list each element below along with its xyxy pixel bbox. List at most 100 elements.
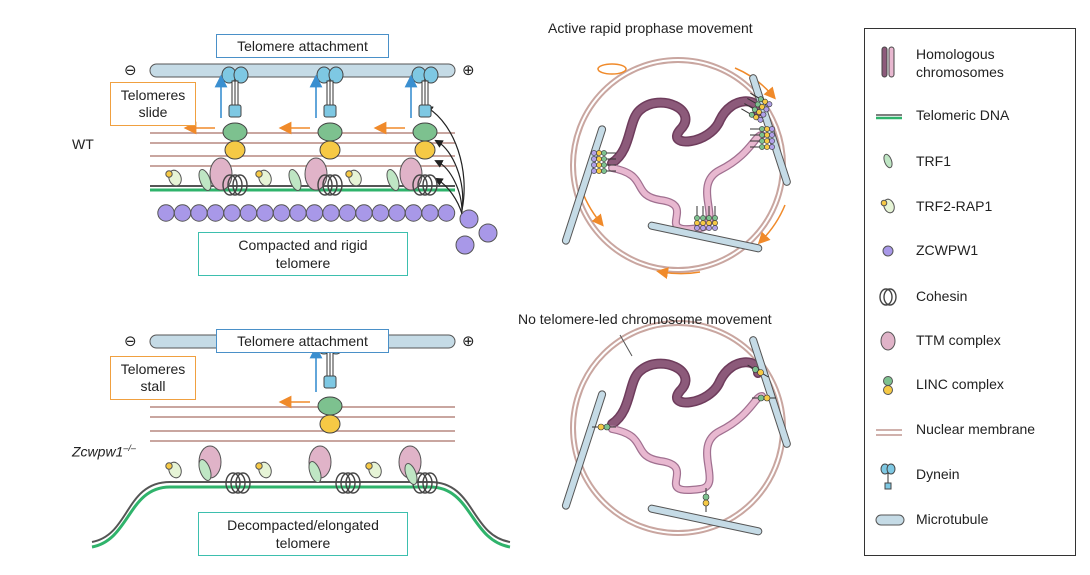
cohesin-icon [225, 472, 241, 494]
linc-cluster [750, 126, 775, 150]
decompacted-telomere-box: Decompacted/elongated telomere [198, 512, 408, 556]
slide-line1: Telomeres [120, 87, 186, 103]
legend-label: chromosomes [916, 64, 1004, 80]
nuclear-membrane-bottom [150, 406, 455, 442]
legend-item-nuclear-membrane: Nuclear membrane [865, 413, 1075, 447]
rap1-icon [365, 462, 373, 470]
cohesin-icon [422, 174, 438, 196]
slide-line2: slide [138, 104, 168, 120]
dynein-base [323, 104, 337, 118]
zcwpw1-icon [272, 204, 291, 222]
cohesin-icon [340, 472, 356, 494]
cohesin-icon [879, 288, 893, 306]
cohesin-icon [345, 472, 361, 494]
cohesin-icon [230, 472, 246, 494]
zcwpw1-free [455, 235, 475, 255]
legend-label: Homologous [916, 46, 995, 62]
legend-item-zcwpw1: ZCWPW1 [865, 234, 1075, 268]
dynein-base [323, 375, 337, 389]
recruitment-arrows [424, 105, 465, 215]
legend-item-trf2-rap1: TRF2-RAP1 [865, 190, 1075, 224]
dynein-base [418, 104, 432, 118]
legend-label: LINC complex [916, 376, 1004, 392]
legend-item-ttm-complex: TTM complex [865, 324, 1075, 358]
legend-item-telomeric-dna: Telomeric DNA [865, 99, 1075, 133]
zcwpw1-free [478, 223, 498, 243]
zcwpw1-icon [322, 204, 340, 222]
telomere-attachment-box-top: Telomere attachment [216, 34, 389, 58]
linc-complex-icon [224, 140, 246, 160]
cohesin-icon [317, 174, 333, 196]
zcwpw1-icon [206, 204, 225, 222]
trf1-icon [404, 463, 418, 485]
compacted-telomere-box: Compacted and rigid telomere [198, 232, 408, 276]
zcwpw1-icon [157, 204, 175, 222]
dynein-icon [423, 66, 439, 84]
legend: Homologous chromosomes Telomeric DNA TRF… [864, 28, 1076, 556]
legend-icons [875, 46, 905, 526]
legend-label: TRF1 [916, 153, 951, 169]
cohesin-icon [322, 174, 338, 196]
zcwpw1-icon [338, 204, 357, 222]
zcwpw1-row [157, 204, 456, 222]
linc-cluster [747, 364, 769, 378]
linc-complex-icon [319, 414, 341, 434]
telomere-attachment-box-bottom: Telomere attachment [216, 329, 389, 353]
linc-complex-icon [317, 122, 343, 142]
linc-complex-icon [222, 122, 248, 142]
legend-item-cohesin: Cohesin [865, 280, 1075, 314]
zcwpw1-icon [371, 204, 390, 222]
ttm-complex-icon [399, 157, 423, 191]
legend-item-dynein: Dynein [865, 458, 1075, 492]
trf1-icon [198, 169, 212, 191]
dynein-icon [328, 66, 344, 84]
cohesin-icon [327, 174, 343, 196]
microtubule-top [149, 63, 456, 78]
ttm-complex-icon [209, 157, 233, 191]
legend-label: Dynein [916, 466, 960, 482]
telomeres-stall-box: Telomeres stall [110, 356, 196, 400]
zcwpw1-icon [437, 204, 456, 222]
rap1-icon [255, 462, 263, 470]
linc-complex-icon [883, 385, 893, 395]
wt-label: WT [72, 136, 94, 152]
minus-end-symbol-bottom: ⊖ [124, 333, 137, 350]
zcwpw1-icon [223, 204, 241, 222]
legend-label: Nuclear membrane [916, 421, 1036, 437]
compacted-line2: telomere [275, 255, 331, 271]
legend-label: Telomeric DNA [916, 107, 1010, 123]
linc-cluster [592, 423, 616, 431]
rap1-icon [165, 170, 173, 178]
linc-cluster [752, 394, 776, 402]
microtubules-bottom-nucleus [561, 336, 791, 536]
ko-superscript: –/– [123, 443, 136, 453]
ko-gene: Zcwpw1 [72, 443, 124, 460]
telomeric-dna-bottom [91, 481, 511, 549]
zcwpw1-icon [355, 204, 373, 222]
trf1-icon [883, 153, 893, 169]
cohesin-icon [235, 472, 251, 494]
minus-end-symbol-top: ⊖ [124, 62, 137, 79]
linc-cluster [741, 92, 773, 123]
telomeres-slide-box: Telomeres slide [110, 82, 196, 126]
legend-label: TTM complex [916, 332, 1001, 348]
legend-item-trf1: TRF1 [865, 145, 1075, 179]
nucleus-top [561, 57, 791, 279]
legend-item-microtubule: Microtubule [865, 503, 1075, 537]
trf1-icon [386, 169, 400, 191]
homologous-chromosomes-icon [881, 46, 888, 78]
dynein-icon [886, 463, 896, 475]
trf1-icon [288, 169, 302, 191]
legend-label: Microtubule [916, 511, 989, 527]
zcwpw1-icon [239, 204, 258, 222]
ttm-complex-icon [304, 157, 328, 191]
cohesin-icon [227, 174, 243, 196]
zcwpw1-icon [421, 204, 439, 222]
linc-cluster [702, 488, 710, 512]
zcwpw1-icon [289, 204, 307, 222]
cohesin-icon [417, 472, 433, 494]
linc-cluster [591, 150, 616, 174]
legend-item-linc-complex: LINC complex [865, 368, 1075, 402]
cohesin-icon [232, 174, 248, 196]
linc-complex-icon [319, 140, 341, 160]
